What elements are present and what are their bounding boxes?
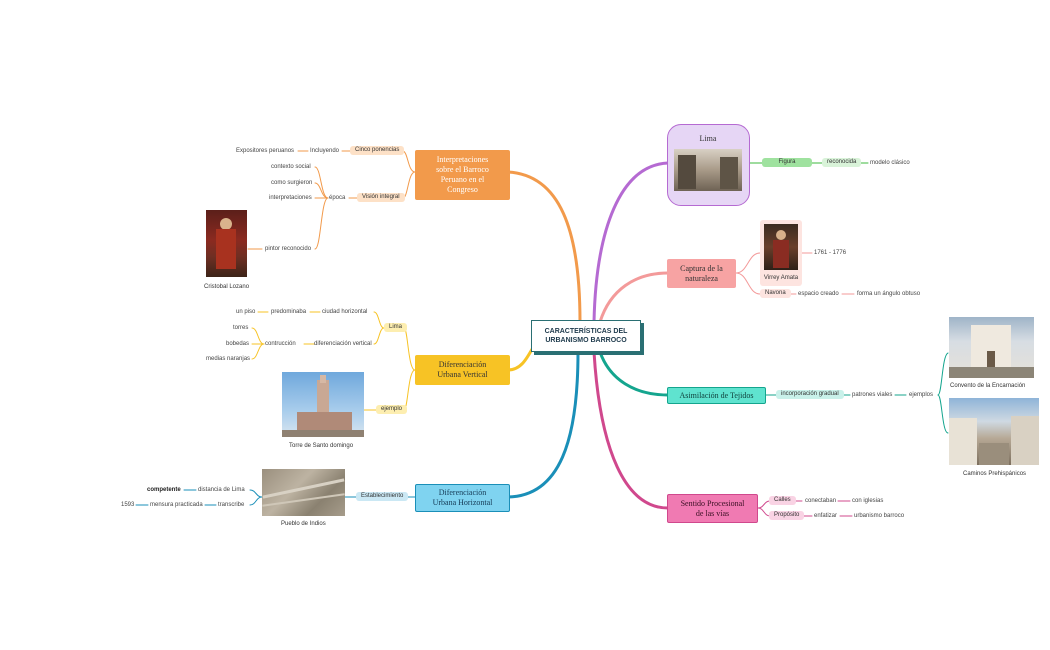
virrey-amata-portrait	[764, 224, 798, 270]
central-title-line1: CARACTERÍSTICAS DEL	[544, 328, 628, 335]
patrones-viales-label: patrones viales	[852, 392, 893, 398]
un-piso-label: un piso	[236, 309, 256, 315]
incorporacion-gradual-pill[interactable]: incorporación gradual	[776, 390, 844, 399]
expositores-label: Expositores peruanos	[236, 148, 295, 154]
asimilacion-topic[interactable]: Asimilación de Tejidos	[667, 387, 766, 404]
vision-integral-pill[interactable]: Visión integral	[357, 193, 405, 202]
ejemplos-label: ejemplos	[909, 392, 934, 398]
virrey-amata-label: Virrey Amata	[763, 275, 799, 281]
contruccion-label: contrucción	[265, 341, 296, 347]
establecimiento-pill[interactable]: Establecimiento	[356, 492, 409, 501]
mensura-practicada-label: mensura practicada	[150, 502, 203, 508]
interpretaciones-label: interpretaciones	[269, 195, 312, 201]
torre-santo-domingo-photo	[282, 372, 364, 437]
transcribe-label: transcribe	[218, 502, 245, 508]
lima-topic[interactable]: Lima	[667, 124, 750, 206]
urbanismo-barroco-label: urbanismo barroco	[854, 513, 905, 519]
figura-pill[interactable]: Figura	[762, 158, 812, 167]
lima-title: Lima	[699, 134, 717, 143]
ejemplo-pill[interactable]: ejemplo	[376, 405, 408, 414]
medias-naranjas-label: medias naranjas	[206, 356, 251, 362]
contexto-social-label: contexto social	[271, 164, 311, 170]
bobedas-label: bobedas	[226, 341, 250, 347]
caminos-prehispanicos-caption: Caminos Prehispánicos	[963, 471, 1027, 477]
lima-street-photo	[674, 149, 742, 191]
diferenciacion-vertical-label: diferenciación vertical	[314, 341, 372, 347]
central-topic[interactable]: CARACTERÍSTICAS DEL URBANISMO BARROCO	[531, 320, 641, 352]
modelo-clasico-label: modelo clásico	[870, 160, 910, 166]
incluyendo-label: Incluyendo	[310, 148, 340, 154]
virrey-amata-card[interactable]: Virrey Amata	[760, 220, 802, 286]
pueblo-de-indios-caption: Pueblo de Indios	[281, 521, 326, 527]
proposito-pill[interactable]: Propósito	[769, 511, 805, 520]
competente-label: competente	[147, 487, 181, 493]
caminos-prehispanicos-photo	[949, 398, 1039, 465]
espacio-creado-label: espacio creado	[798, 291, 839, 297]
enfatizar-label: enfatizar	[814, 513, 838, 519]
predominaba-label: predominaba	[271, 309, 307, 315]
cristobal-lozano-caption: Cristobal Lozano	[204, 284, 250, 290]
forma-angulo-label: forma un ángulo obtuso	[857, 291, 921, 297]
como-surgieron-label: como surgieron	[271, 180, 313, 186]
con-iglesias-label: con iglesias	[852, 498, 884, 504]
reconocida-pill[interactable]: reconocida	[822, 158, 862, 167]
distancia-lima-label: distancia de Lima	[198, 487, 245, 493]
years-1761-1776-label: 1761 - 1776	[814, 250, 847, 256]
year-1593-label: 1593	[121, 502, 135, 508]
pintor-reconocido-label: pintor reconocido	[265, 246, 312, 252]
convento-encarnacion-caption: Convento de la Encarnación	[950, 383, 1026, 389]
navona-pill[interactable]: Navona	[760, 289, 791, 298]
calles-pill[interactable]: Calles	[769, 496, 796, 505]
cinco-ponencias-pill[interactable]: Cinco ponencias	[350, 146, 405, 155]
ciudad-horizontal-label: ciudad horizontal	[322, 309, 368, 315]
epoca-label: época	[329, 195, 346, 201]
torres-label: torres	[233, 325, 249, 331]
central-title-line2: URBANISMO BARROCO	[545, 337, 627, 344]
pueblo-de-indios-photo	[262, 469, 345, 516]
lima-pill[interactable]: Lima	[384, 323, 408, 332]
convento-encarnacion-photo	[949, 317, 1034, 378]
conectaban-label: conectaban	[805, 498, 837, 504]
cristobal-lozano-portrait	[206, 210, 247, 277]
torre-santo-domingo-caption: Torre de Santo domingo	[289, 443, 354, 449]
